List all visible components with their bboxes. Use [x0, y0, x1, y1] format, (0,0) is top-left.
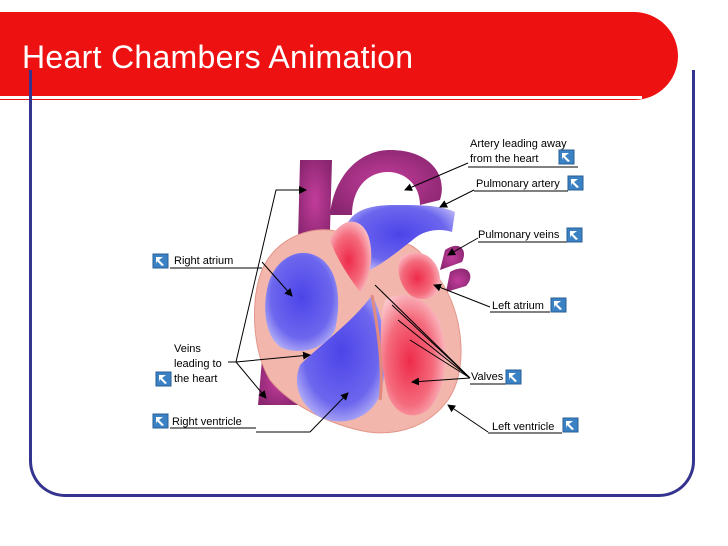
label-veins-line2: leading to: [174, 358, 222, 370]
label-left-atrium: Left atrium: [492, 300, 544, 312]
label-right-atrium: Right atrium: [174, 255, 233, 267]
right-ventricle-chamber: [296, 295, 386, 422]
arrow-link-icon[interactable]: [566, 227, 583, 243]
label-pulmonary-artery: Pulmonary artery: [476, 178, 560, 190]
label-valves: Valves: [471, 371, 504, 383]
arrow-link-icon[interactable]: [562, 417, 579, 433]
slide-frame: [29, 70, 695, 497]
label-artery-line1: Artery leading away: [470, 138, 567, 150]
label-veins-line3: the heart: [174, 373, 217, 385]
slide-title: Heart Chambers Animation: [22, 39, 414, 75]
left-atrium-lobe: [398, 252, 441, 300]
title-underline: [0, 96, 642, 99]
right-atrium-chamber: [265, 252, 339, 351]
label-left-ventricle: Left ventricle: [492, 421, 554, 433]
arrow-link-icon[interactable]: [152, 253, 169, 269]
arrow-link-icon[interactable]: [155, 371, 172, 387]
label-veins-line1: Veins: [174, 343, 201, 355]
pointer-lines: [228, 162, 491, 433]
link-icons: [152, 149, 584, 433]
label-right-ventricle: Right ventricle: [172, 416, 242, 428]
title-bar: [0, 12, 678, 100]
superior-vena-cava: [298, 160, 332, 240]
label-underlines: [170, 166, 578, 434]
pulmonary-vein-lower: [446, 268, 471, 292]
arrow-link-icon[interactable]: [550, 297, 567, 313]
left-ventricle-chamber: [380, 295, 446, 416]
label-artery-line2: from the heart: [470, 153, 538, 165]
pulmonary-artery: [345, 205, 455, 270]
label-pulmonary-veins: Pulmonary veins: [478, 229, 560, 241]
arrow-link-icon[interactable]: [505, 369, 522, 385]
aortic-arch: [330, 150, 442, 215]
arrow-link-icon[interactable]: [152, 413, 169, 429]
septum: [370, 294, 383, 401]
pulmonary-vein-upper: [440, 245, 465, 270]
left-atrium-chamber: [330, 221, 372, 292]
arrow-link-icon[interactable]: [567, 175, 584, 191]
arrow-link-icon[interactable]: [558, 149, 575, 165]
